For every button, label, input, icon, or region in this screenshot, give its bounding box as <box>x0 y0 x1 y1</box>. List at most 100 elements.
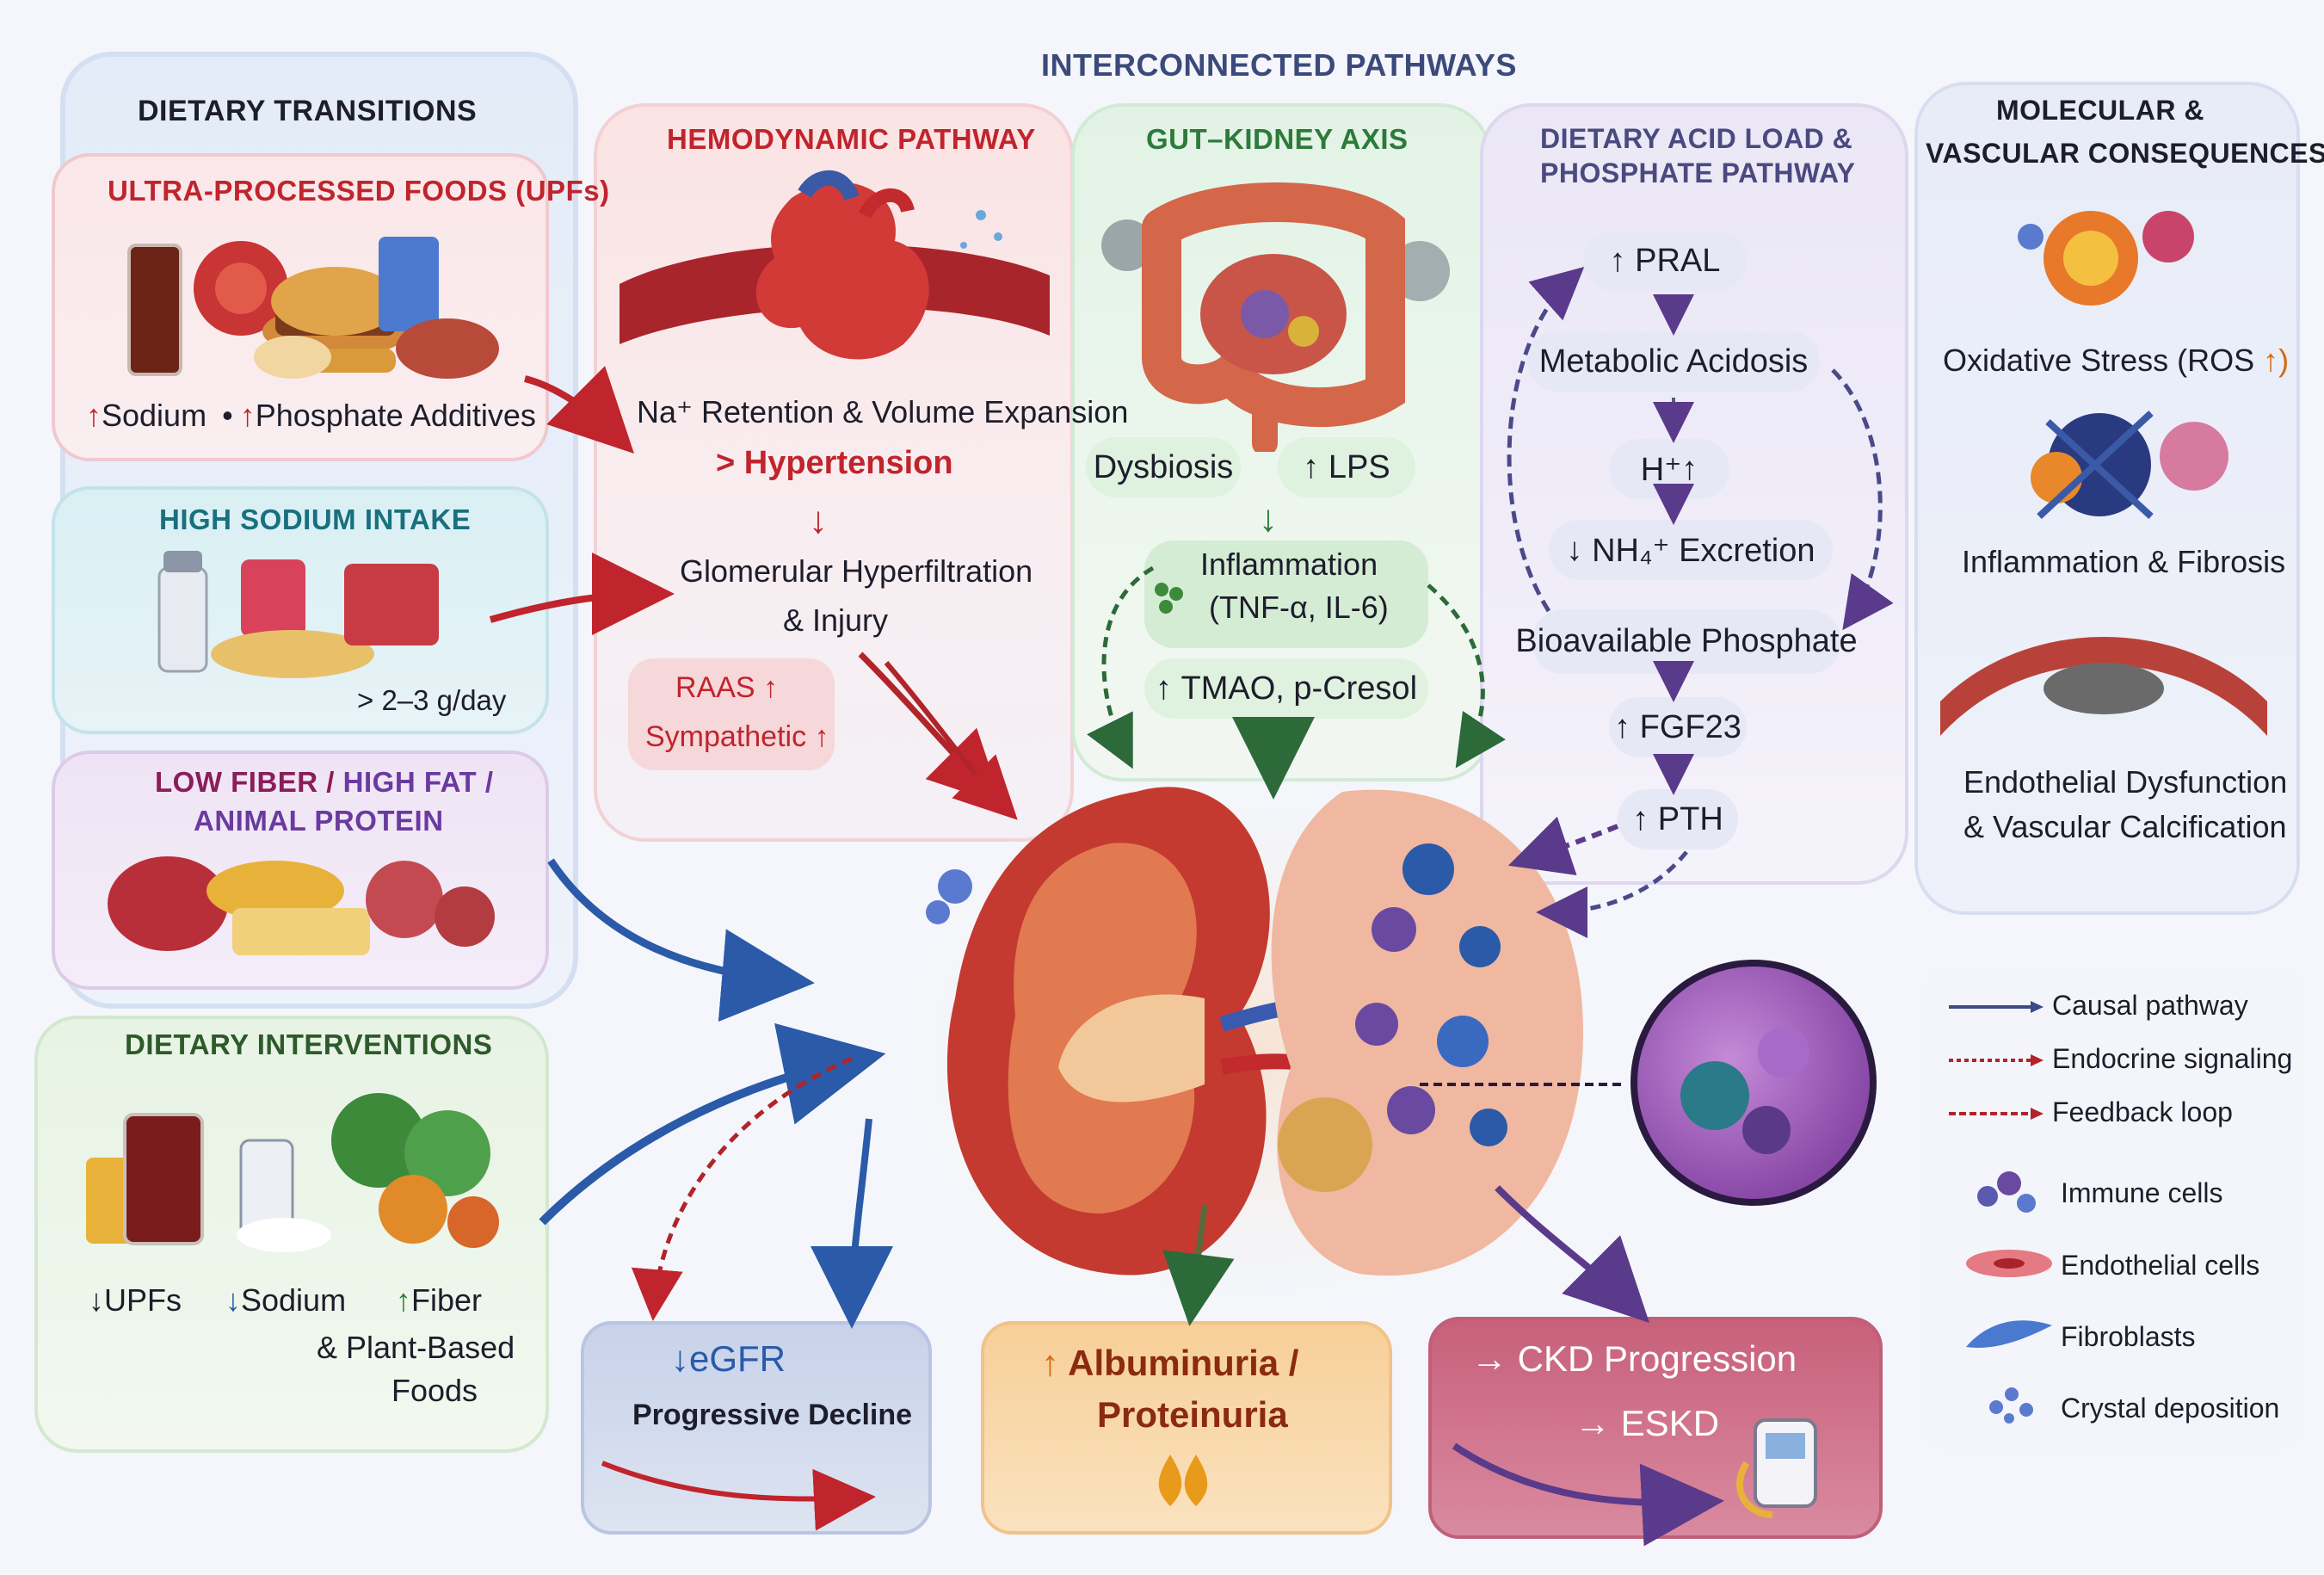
fibrosis-illustration <box>1988 396 2246 534</box>
right-arrow-icon: → <box>1575 1403 1611 1443</box>
albuminuria-text-b: Proteinuria <box>1097 1394 1288 1435</box>
raas-text: RAAS ↑ <box>675 671 779 704</box>
albuminuria-text-a: ↑ Albuminuria / <box>1041 1343 1299 1383</box>
upf-food-illustration <box>120 219 508 392</box>
interventions-to-kidney-arrow <box>539 1022 886 1226</box>
dialysis-icon <box>1729 1411 1841 1523</box>
sodium-amount: > 2–3 g/day <box>357 684 507 716</box>
gut-kidney-title: GUT–KIDNEY AXIS <box>1146 123 1409 155</box>
legend-endothelial: Endothelial cells <box>2061 1250 2260 1281</box>
legend-endocrine-swatch <box>1949 1052 2044 1069</box>
acid-load-title-b: PHOSPHATE PATHWAY <box>1540 158 1856 188</box>
nh4-pill: ↓ NH₄⁺ Excretion <box>1549 520 1833 580</box>
eskd-text: → ESKD <box>1575 1403 1720 1443</box>
legend-causal-swatch <box>1949 998 2044 1016</box>
droplet-icon <box>1149 1450 1217 1510</box>
ckd-text: → CKD Progression <box>1471 1338 1797 1379</box>
molecular-title-b: VASCULAR CONSEQUENCES <box>1926 138 2324 169</box>
animal-protein-illustration <box>103 843 508 964</box>
inflammation-text-b: (TNF-α, IL-6) <box>1209 590 1389 625</box>
legend-immune: Immune cells <box>2061 1177 2223 1208</box>
retention-text: Na⁺ Retention & Volume Expansion <box>637 394 1129 429</box>
fiber-to-kidney-arrow <box>547 858 815 1022</box>
inflammation-text-a: Inflammation <box>1200 547 1378 582</box>
acid-load-title-a: DIETARY ACID LOAD & <box>1540 123 1853 154</box>
egfr-text: ↓eGFR <box>671 1338 786 1379</box>
legend-causal: Causal pathway <box>2052 990 2248 1021</box>
dysbiosis-pill: Dysbiosis <box>1086 437 1241 497</box>
lps-pill: ↑ LPS <box>1278 437 1415 497</box>
endothelial-text-a: Endothelial Dysfunction <box>1963 764 2288 800</box>
immune-cells-icon <box>1970 1162 2048 1222</box>
intervention-upfs: ↓UPFs <box>89 1282 182 1318</box>
upf-additives: ↑Sodium •↑Phosphate Additives <box>86 398 536 433</box>
intervention-sodium: ↓Sodium <box>225 1282 347 1318</box>
acidosis-pill: Metabolic Acidosis <box>1527 331 1820 392</box>
egfr-sub-text: Progressive Decline <box>632 1399 913 1431</box>
h-pill: H⁺↑ <box>1609 439 1729 499</box>
hyperfiltration-text-b: & Injury <box>783 602 889 638</box>
hypertension-text: > Hypertension <box>716 445 953 481</box>
down-arrow-icon: ↓ <box>1566 531 1583 568</box>
endothelial-text-b: & Vascular Calcification <box>1963 809 2287 844</box>
dietary-transitions-title: DIETARY TRANSITIONS <box>138 95 478 127</box>
legend-crystal: Crystal deposition <box>2061 1393 2280 1424</box>
legend-feedback-swatch <box>1949 1105 2044 1122</box>
up-arrow-icon: ↑ <box>1155 670 1172 707</box>
sodium-food-illustration <box>146 542 465 680</box>
bacteria-icon <box>1149 577 1192 620</box>
right-arrow-icon: → <box>1471 1338 1507 1379</box>
fibroblasts-icon <box>1962 1308 2056 1360</box>
hemodynamic-title: HEMODYNAMIC PATHWAY <box>667 123 1036 155</box>
fgf23-pill: ↑ FGF23 <box>1609 697 1747 757</box>
heart-illustration <box>620 164 1050 370</box>
legend-fibroblasts: Fibroblasts <box>2061 1321 2196 1352</box>
hyperfiltration-text-a: Glomerular Hyperfiltration <box>680 553 1033 589</box>
intervention-plant-b: Foods <box>391 1373 478 1408</box>
fiber-title-a: LOW FIBER / HIGH FAT / <box>155 766 494 798</box>
tissue-magnifier <box>1630 960 1877 1206</box>
up-arrow-icon: ↑ <box>1681 450 1698 487</box>
down-arrow-icon: ↓ <box>89 1282 104 1318</box>
tmao-pill: ↑ TMAO, p-Cresol <box>1144 658 1428 719</box>
intervention-fiber: ↑Fiber <box>396 1282 483 1318</box>
up-arrow-icon: ↑ <box>814 720 829 753</box>
legend-endocrine: Endocrine signaling <box>2052 1043 2293 1074</box>
up-arrow-icon: ↑ <box>2263 343 2279 378</box>
down-arrow-icon: ↓ <box>809 499 828 541</box>
intervention-plant-a: & Plant-Based <box>317 1330 515 1365</box>
page-title: INTERCONNECTED PATHWAYS <box>1041 47 1517 83</box>
fibrosis-text: Inflammation & Fibrosis <box>1962 544 2286 579</box>
intestine-illustration <box>1093 168 1454 452</box>
legend-box <box>1923 968 2302 1450</box>
upf-title: ULTRA-PROCESSED FOODS (UPFs) <box>108 175 610 207</box>
ros-illustration <box>1996 185 2220 323</box>
sympathetic-text: Sympathetic ↑ <box>645 720 829 753</box>
feedback-to-egfr-arrow <box>631 1056 853 1321</box>
crystal-deposition-icon <box>1979 1377 2048 1429</box>
interventions-illustration <box>69 1080 516 1261</box>
down-arrow-icon: ↓ <box>1259 497 1278 540</box>
up-arrow-icon: ↑ <box>396 1282 411 1318</box>
up-arrow-icon: ↑ <box>763 671 779 704</box>
up-arrow-icon: ↑ <box>239 398 256 433</box>
phosphate-pill: Bioavailable Phosphate <box>1515 609 1858 674</box>
down-arrow-icon: ↓ <box>671 1338 689 1379</box>
endothelial-cells-icon <box>1962 1238 2056 1289</box>
molecular-title-a: MOLECULAR & <box>1996 95 2204 126</box>
legend-feedback: Feedback loop <box>2052 1096 2233 1127</box>
up-arrow-icon: ↑ <box>1303 448 1320 485</box>
pth-pill: ↑ PTH <box>1618 789 1738 849</box>
interventions-title: DIETARY INTERVENTIONS <box>125 1028 493 1060</box>
sodium-title: HIGH SODIUM INTAKE <box>159 503 472 535</box>
vascular-illustration <box>1940 615 2267 744</box>
up-arrow-icon: ↑ <box>1632 800 1649 837</box>
kidney-illustration <box>860 740 1635 1343</box>
oxidative-text: Oxidative Stress (ROS ↑) <box>1943 343 2290 378</box>
inflammation-box <box>1144 540 1428 648</box>
fiber-title-c: ANIMAL PROTEIN <box>194 805 444 837</box>
up-arrow-icon: ↑ <box>86 398 102 433</box>
up-arrow-icon: ↑ <box>1041 1343 1059 1383</box>
up-arrow-icon: ↑ <box>1609 242 1626 279</box>
pral-pill: ↑ PRAL <box>1583 231 1747 291</box>
